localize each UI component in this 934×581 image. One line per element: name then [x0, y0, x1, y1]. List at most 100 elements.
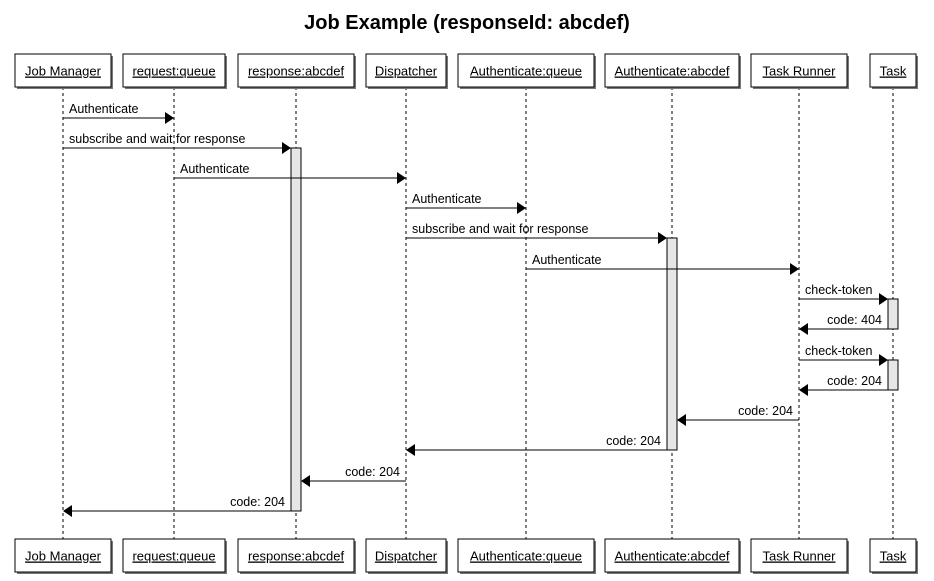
- participant-label: Authenticate:queue: [470, 64, 582, 79]
- arrowhead-icon: [301, 475, 310, 487]
- activation-bar-task: [887, 298, 899, 330]
- participant-footer-row: Job Manager request:queue response:abcdef D…: [14, 538, 918, 574]
- participant-box: [604, 53, 740, 88]
- message-label: Authenticate: [412, 192, 482, 206]
- diagram-title: Job Example (responseId: abcdef): [304, 12, 630, 34]
- arrowhead-icon: [658, 232, 667, 244]
- message-label: Authenticate: [532, 253, 602, 267]
- activation-bar-authenticate-abcdef: [666, 237, 678, 451]
- participant-box: [365, 53, 447, 88]
- participant-label: Job Manager: [25, 64, 102, 79]
- arrowhead-icon: [677, 414, 686, 426]
- participant-box: [122, 538, 226, 573]
- message-label: subscribe and wait for response: [412, 222, 589, 236]
- message-label: subscribe and wait for response: [69, 132, 246, 146]
- participant-bottom-authenticate-abcdef: Authenticate:abcdef: [604, 538, 741, 574]
- activation-bar-task: [887, 359, 899, 391]
- arrowhead-icon: [165, 112, 174, 124]
- participant-bottom-dispatcher: Dispatcher: [365, 538, 448, 574]
- message-label: Authenticate: [180, 162, 250, 176]
- participant-label: Task: [880, 549, 907, 564]
- participant-top-response-abcdef: response:abcdef: [237, 53, 356, 89]
- participant-bottom-task-runner: Task Runner: [750, 538, 849, 574]
- participant-box: [237, 538, 355, 573]
- message-10: code: 204: [799, 374, 888, 396]
- message-5: subscribe and wait for response: [406, 222, 667, 244]
- participant-top-task: Task: [869, 53, 918, 89]
- message-label: code: 204: [230, 495, 285, 509]
- message-label: check-token: [805, 344, 872, 358]
- message-11: code: 204: [677, 404, 799, 426]
- participant-label: response:abcdef: [248, 64, 345, 79]
- message-label: check-token: [805, 283, 872, 297]
- participant-box: [869, 53, 917, 88]
- arrowhead-icon: [406, 444, 415, 456]
- participant-label: response:abcdef: [248, 549, 345, 564]
- participant-bottom-response-abcdef: response:abcdef: [237, 538, 356, 574]
- arrowhead-icon: [790, 263, 799, 275]
- arrowhead-icon: [879, 354, 888, 366]
- participant-label: Task Runner: [763, 549, 837, 564]
- participant-top-authenticate-queue: Authenticate:queue: [457, 53, 596, 89]
- arrowhead-icon: [799, 384, 808, 396]
- participant-label: Dispatcher: [375, 64, 438, 79]
- participant-label: Job Manager: [25, 549, 102, 564]
- participant-box: [750, 538, 848, 573]
- message-label: code: 204: [345, 465, 400, 479]
- activation-bars: [290, 147, 899, 512]
- participant-box: [14, 538, 112, 573]
- message-12: code: 204: [406, 434, 667, 456]
- participant-box: [457, 538, 595, 573]
- participant-top-authenticate-abcdef: Authenticate:abcdef: [604, 53, 741, 89]
- arrowhead-icon: [517, 202, 526, 214]
- participant-label: Task: [880, 64, 907, 79]
- arrowhead-icon: [282, 142, 291, 154]
- participant-box: [604, 538, 740, 573]
- message-7: check-token: [799, 283, 888, 305]
- participant-label: request:queue: [132, 549, 215, 564]
- participant-box: [365, 538, 447, 573]
- participant-top-task-runner: Task Runner: [750, 53, 849, 89]
- participant-box: [869, 538, 917, 573]
- participant-bottom-job-manager: Job Manager: [14, 538, 113, 574]
- arrowhead-icon: [799, 323, 808, 335]
- participant-box: [457, 53, 595, 88]
- message-1: Authenticate: [63, 102, 174, 124]
- arrowhead-icon: [397, 172, 406, 184]
- participant-label: request:queue: [132, 64, 215, 79]
- participant-box: [750, 53, 848, 88]
- participant-box: [14, 53, 112, 88]
- participant-header-row: Job Manager request:queue response:abcdef D…: [14, 53, 918, 89]
- participant-bottom-authenticate-queue: Authenticate:queue: [457, 538, 596, 574]
- message-label: code: 204: [827, 374, 882, 388]
- message-14: code: 204: [63, 495, 291, 517]
- participant-bottom-task: Task: [869, 538, 918, 574]
- participant-top-job-manager: Job Manager: [14, 53, 113, 89]
- participant-label: Authenticate:abcdef: [615, 549, 730, 564]
- messages: Authenticate subscribe and wait for respo…: [63, 102, 888, 517]
- message-label: code: 204: [738, 404, 793, 418]
- message-6: Authenticate: [526, 253, 799, 275]
- message-label: code: 404: [827, 313, 882, 327]
- message-label: Authenticate: [69, 102, 139, 116]
- arrowhead-icon: [879, 293, 888, 305]
- message-8: code: 404: [799, 313, 888, 335]
- message-label: code: 204: [606, 434, 661, 448]
- participant-top-request-queue: request:queue: [122, 53, 227, 89]
- lifelines: [62, 87, 894, 539]
- participant-label: Authenticate:abcdef: [615, 64, 730, 79]
- message-4: Authenticate: [406, 192, 526, 214]
- message-9: check-token: [799, 344, 888, 366]
- participant-bottom-request-queue: request:queue: [122, 538, 227, 574]
- participant-top-dispatcher: Dispatcher: [365, 53, 448, 89]
- message-3: Authenticate: [174, 162, 406, 184]
- activation-bar-response-abcdef: [290, 147, 302, 512]
- participant-box: [122, 53, 226, 88]
- participant-box: [237, 53, 355, 88]
- participant-label: Dispatcher: [375, 549, 438, 564]
- message-2: subscribe and wait for response: [63, 132, 291, 154]
- message-13: code: 204: [301, 465, 406, 487]
- arrowhead-icon: [63, 505, 72, 517]
- participant-label: Task Runner: [763, 64, 837, 79]
